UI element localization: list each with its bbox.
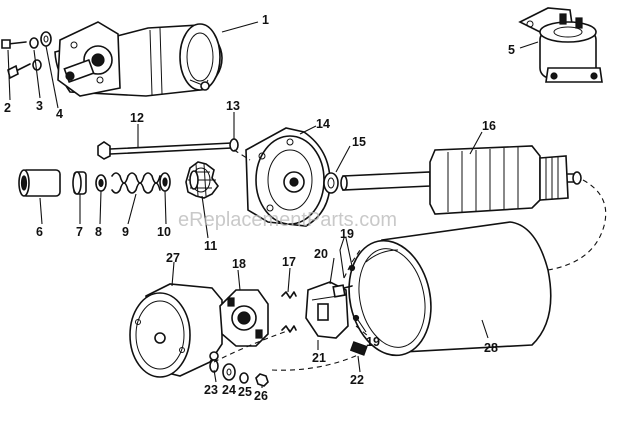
callout-6: 6 <box>36 225 43 239</box>
callout-26: 26 <box>254 389 268 403</box>
callout-1: 1 <box>262 13 269 27</box>
spring-part-9 <box>111 172 161 194</box>
callout-17: 17 <box>282 255 296 269</box>
bolt-part-2 <box>1 39 31 80</box>
callout-18: 18 <box>232 257 246 271</box>
watermark-text: eReplacementParts.com <box>178 209 397 231</box>
frame-part-28 <box>348 221 552 357</box>
callout-28: 28 <box>484 341 498 355</box>
callout-9: 9 <box>122 225 129 239</box>
callout-24: 24 <box>222 383 236 397</box>
callout-27: 27 <box>166 251 180 265</box>
callout-11: 11 <box>204 239 217 253</box>
armature-part-16 <box>340 145 582 215</box>
sleeve-part-6 <box>18 169 61 197</box>
through-bolt-part-12 <box>97 141 233 160</box>
callout-25: 25 <box>238 385 252 399</box>
callout-16: 16 <box>482 119 496 133</box>
callout-12: 12 <box>130 111 144 125</box>
callout-7: 7 <box>76 225 83 239</box>
callout-21: 21 <box>312 351 326 365</box>
starter-motor-assembly <box>54 21 223 97</box>
nut-part-13 <box>229 138 239 152</box>
washer-part-4 <box>40 31 52 47</box>
terminal-part-22 <box>349 341 368 356</box>
pinion-gear-part-11 <box>185 161 219 199</box>
callout-19-top: 19 <box>340 227 354 241</box>
callout-8: 8 <box>95 225 102 239</box>
callout-13: 13 <box>226 99 240 113</box>
callout-10: 10 <box>157 225 171 239</box>
callout-22: 22 <box>350 373 364 387</box>
nut-part-26 <box>255 373 269 387</box>
leader-lines <box>7 21 539 388</box>
brush-holder-part-18 <box>219 289 269 347</box>
callout-23: 23 <box>204 383 218 397</box>
washer-part-8 <box>95 174 107 192</box>
washer-part-24 <box>222 363 236 381</box>
lockwasher-part-25 <box>239 372 249 384</box>
callout-15: 15 <box>352 135 366 149</box>
brush-spring-part-17 <box>281 291 297 333</box>
callout-4: 4 <box>56 107 63 121</box>
lockwasher-part-3 <box>29 37 42 71</box>
callout-14: 14 <box>316 117 330 131</box>
callout-20: 20 <box>314 247 328 261</box>
brush-part-20 <box>332 284 353 298</box>
washer-part-10 <box>159 172 171 192</box>
callout-2: 2 <box>4 101 11 115</box>
callout-19-bottom: 19 <box>366 335 380 349</box>
collar-part-7 <box>72 171 87 195</box>
callout-5: 5 <box>508 43 515 57</box>
solenoid-part-5 <box>518 7 603 83</box>
assembly-lines <box>213 149 607 371</box>
callout-3: 3 <box>36 99 43 113</box>
end-cap-part-27 <box>129 283 223 378</box>
callout-numbers: 1 2 3 4 5 6 7 8 9 10 11 12 13 14 15 16 1… <box>4 13 515 403</box>
thrust-washer-part-15 <box>323 172 339 194</box>
